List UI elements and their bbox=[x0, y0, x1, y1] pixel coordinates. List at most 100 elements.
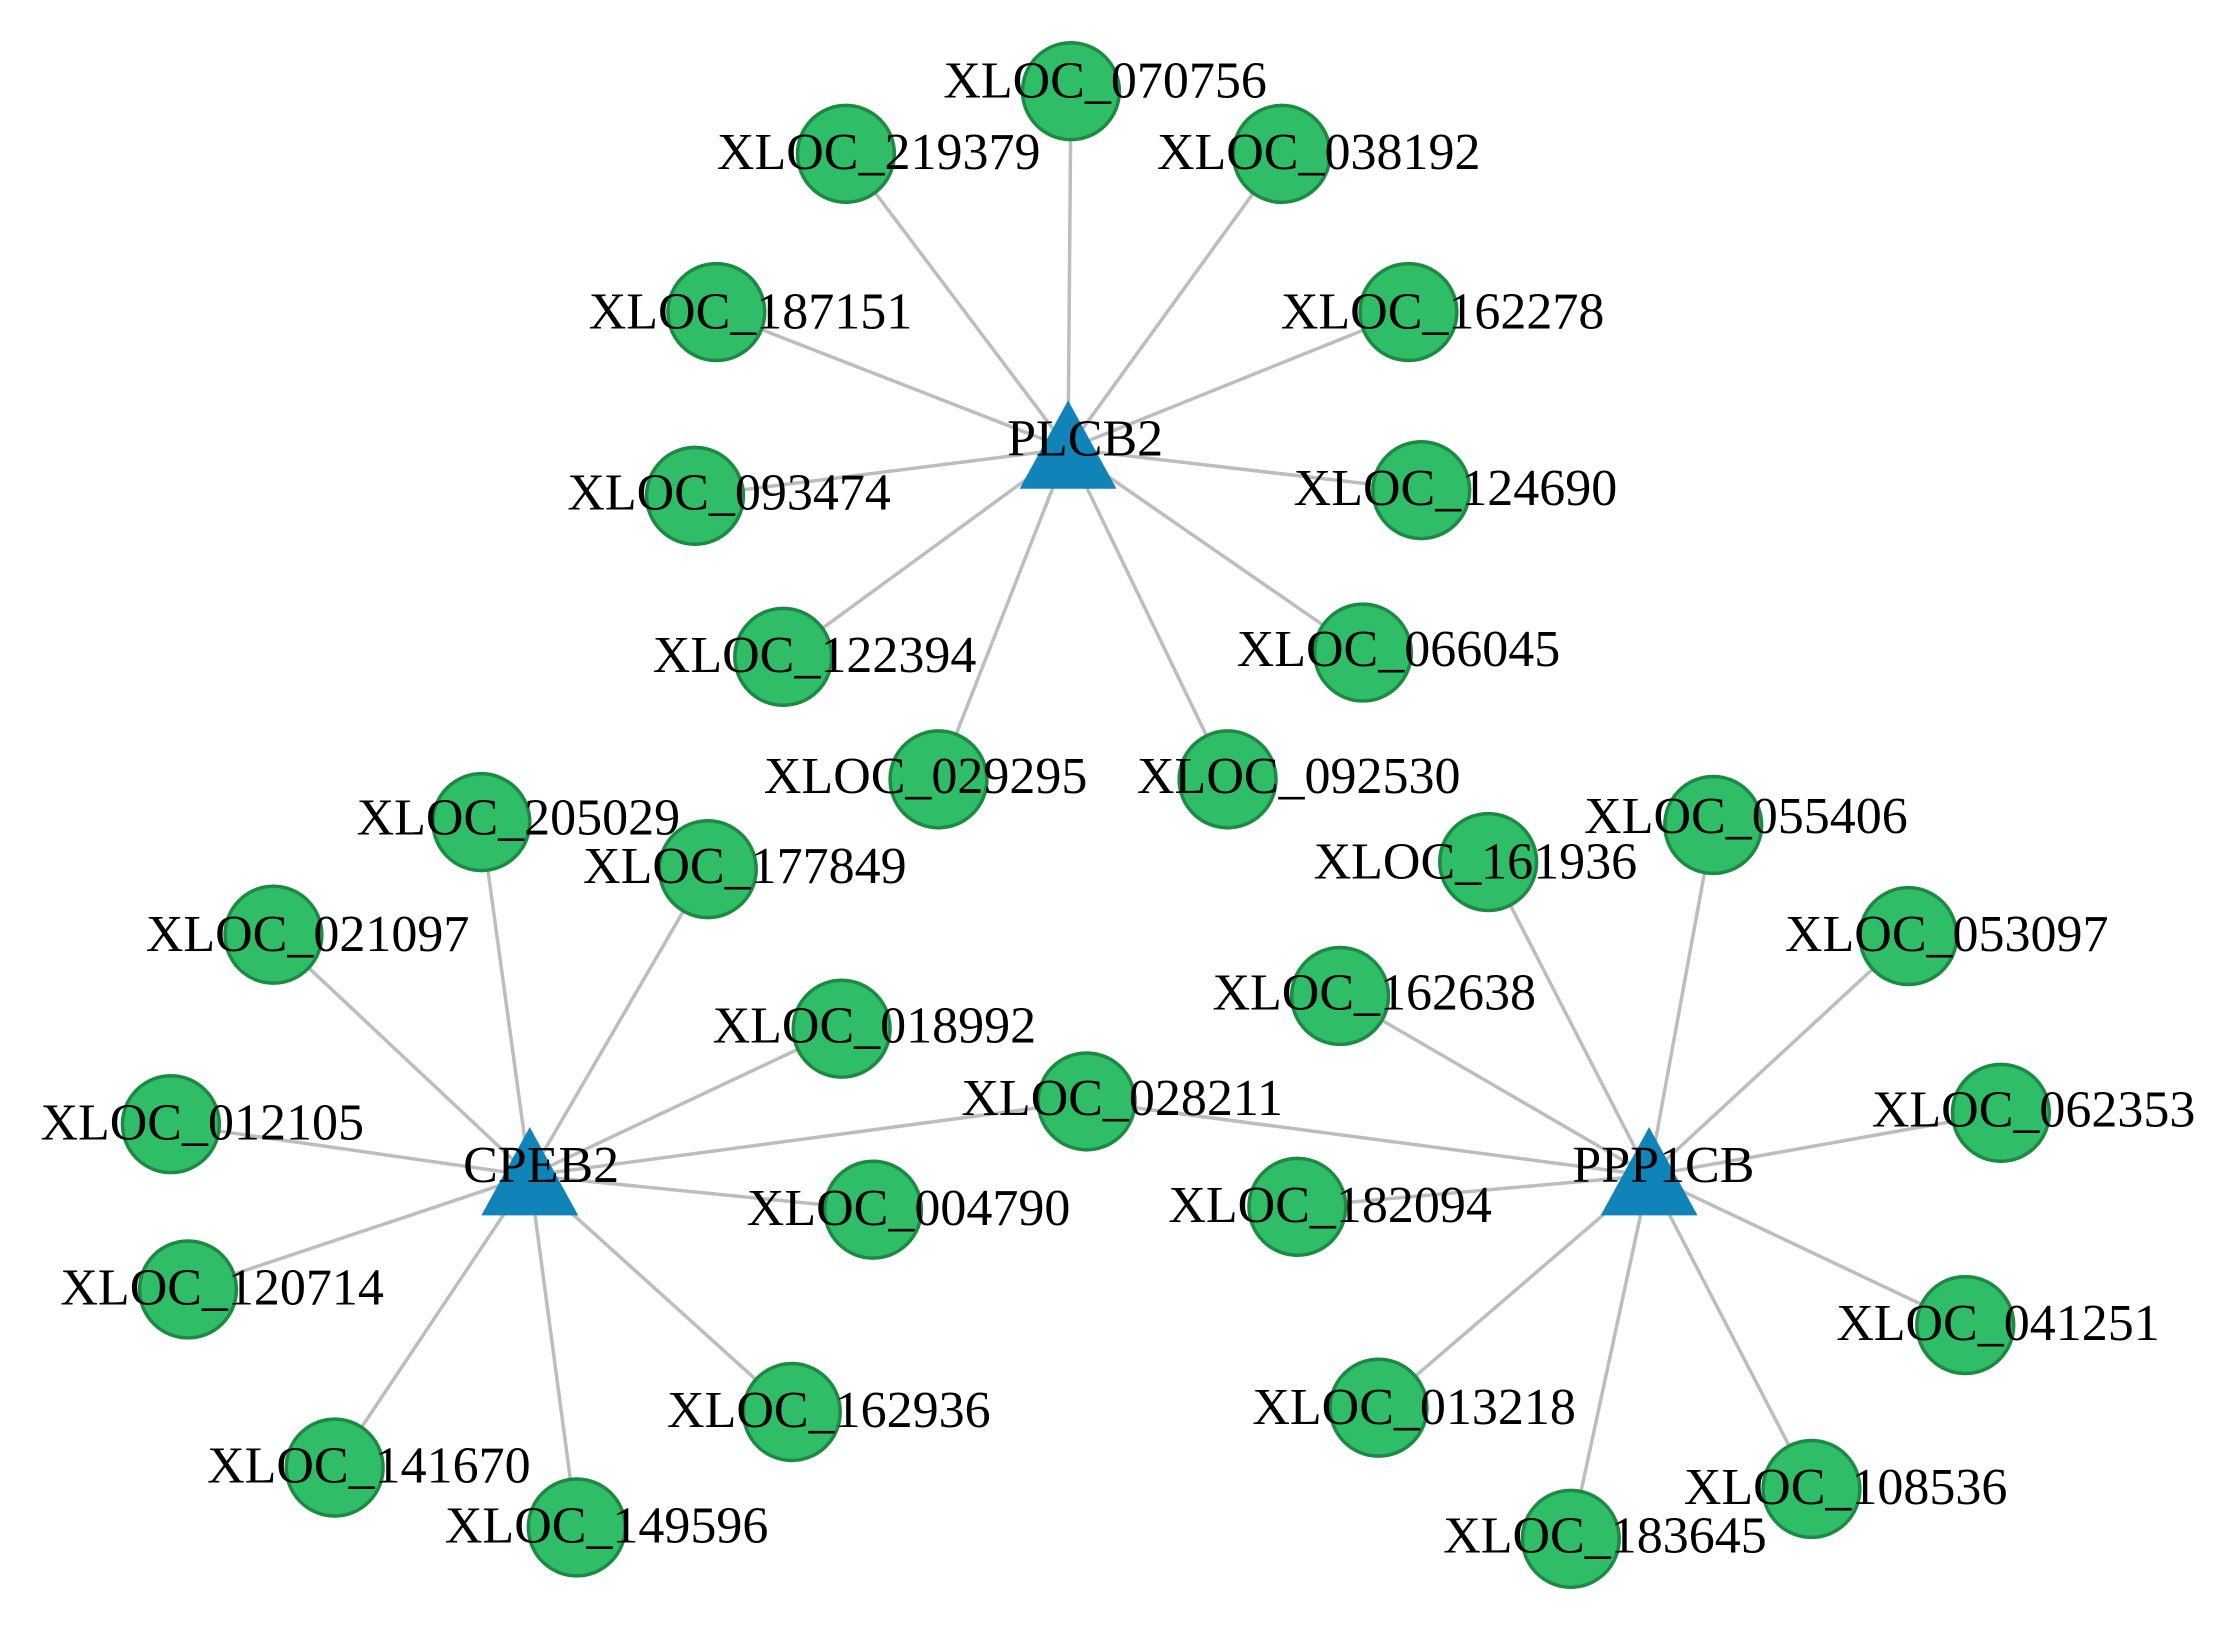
edge-CPEB2-n120714 bbox=[187, 1173, 531, 1292]
lncrna-label-n021097: XLOC_021097 bbox=[146, 906, 470, 963]
edge-CPEB2-n028211 bbox=[529, 1099, 1087, 1178]
lncrna-node-n093474[interactable] bbox=[644, 445, 746, 547]
lncrna-node-n028211[interactable] bbox=[1036, 1051, 1137, 1152]
lncrna-label-n004790: XLOC_004790 bbox=[747, 1180, 1071, 1237]
edge-CPEB2-n012105 bbox=[170, 1122, 531, 1178]
lncrna-label-n093474: XLOC_093474 bbox=[567, 464, 891, 521]
gene-label-CPEB2: CPEB2 bbox=[463, 1137, 619, 1194]
lncrna-node-n062353[interactable] bbox=[1950, 1062, 2052, 1163]
lncrna-node-n092530[interactable] bbox=[1177, 729, 1278, 830]
edge-CPEB2-n205029 bbox=[479, 821, 532, 1176]
lncrna-label-n062353: XLOC_062353 bbox=[1872, 1081, 2196, 1138]
gene-label-PLCB2: PLCB2 bbox=[1007, 410, 1163, 467]
lncrna-label-n182094: XLOC_182094 bbox=[1168, 1177, 1492, 1234]
lncrna-label-n177849: XLOC_177849 bbox=[583, 838, 907, 895]
lncrna-node-n041251[interactable] bbox=[1915, 1274, 2016, 1376]
lncrna-label-n162278: XLOC_162278 bbox=[1281, 284, 1605, 341]
edge-CPEB2-n021097 bbox=[272, 933, 531, 1177]
lncrna-label-n161936: XLOC_161936 bbox=[1314, 834, 1638, 891]
lncrna-label-n018992: XLOC_018992 bbox=[713, 997, 1037, 1054]
lncrna-node-n012105[interactable] bbox=[120, 1073, 222, 1175]
edge-layer bbox=[170, 91, 2002, 1540]
lncrna-label-n219379: XLOC_219379 bbox=[717, 124, 1041, 181]
edge-PPP1CB-n055406 bbox=[1647, 824, 1715, 1176]
lncrna-label-n122394: XLOC_122394 bbox=[653, 627, 977, 684]
lncrna-label-n162936: XLOC_162936 bbox=[667, 1382, 991, 1439]
lncrna-node-n219379[interactable] bbox=[795, 103, 897, 205]
edge-CPEB2-n177849 bbox=[528, 868, 710, 1177]
lncrna-label-n162638: XLOC_162638 bbox=[1212, 965, 1536, 1022]
lncrna-node-n018992[interactable] bbox=[791, 978, 892, 1079]
lncrna-node-n162936[interactable] bbox=[741, 1361, 842, 1463]
edge-PLCB2-n038192 bbox=[1066, 152, 1284, 450]
edge-PLCB2-n219379 bbox=[844, 152, 1070, 450]
lncrna-node-n187151[interactable] bbox=[666, 261, 767, 363]
lncrna-label-n029295: XLOC_029295 bbox=[764, 748, 1088, 805]
lncrna-node-n141670[interactable] bbox=[284, 1417, 385, 1518]
edge-PLCB2-n122394 bbox=[782, 447, 1070, 659]
lncrna-label-n013218: XLOC_013218 bbox=[1252, 1379, 1576, 1436]
edge-CPEB2-n004790 bbox=[529, 1173, 874, 1212]
lncrna-node-n149596[interactable] bbox=[526, 1477, 627, 1578]
edge-PPP1CB-n028211 bbox=[1086, 1099, 1650, 1178]
lncrna-node-n120714[interactable] bbox=[137, 1239, 239, 1340]
lncrna-node-n161936[interactable] bbox=[1438, 811, 1539, 913]
lncrna-node-n162278[interactable] bbox=[1358, 261, 1459, 363]
lncrna-node-n183645[interactable] bbox=[1520, 1488, 1621, 1590]
gene-hub-CPEB2[interactable] bbox=[481, 1127, 579, 1216]
edge-PPP1CB-n162638 bbox=[1339, 994, 1650, 1177]
lncrna-node-n182094[interactable] bbox=[1247, 1156, 1348, 1258]
edge-PLCB2-n124690 bbox=[1067, 447, 1422, 492]
lncrna-label-n070756: XLOC_070756 bbox=[943, 53, 1267, 110]
lncrna-node-n004790[interactable] bbox=[822, 1159, 924, 1260]
edge-PPP1CB-n161936 bbox=[1486, 861, 1651, 1177]
edge-PLCB2-n092530 bbox=[1066, 448, 1230, 781]
lncrna-node-n055406[interactable] bbox=[1663, 774, 1764, 876]
edge-PPP1CB-n053097 bbox=[1647, 934, 1910, 1177]
lncrna-node-n021097[interactable] bbox=[223, 884, 324, 985]
lncrna-label-n108536: XLOC_108536 bbox=[1684, 1459, 2008, 1516]
lncrna-label-n038192: XLOC_038192 bbox=[1157, 124, 1481, 181]
lncrna-label-n028211: XLOC_028211 bbox=[961, 1070, 1283, 1127]
edge-PPP1CB-n182094 bbox=[1297, 1173, 1650, 1209]
hub-layer bbox=[481, 400, 1698, 1216]
lncrna-label-n041251: XLOC_041251 bbox=[1836, 1295, 2160, 1352]
lncrna-label-n012105: XLOC_012105 bbox=[40, 1094, 364, 1151]
lncrna-node-n029295[interactable] bbox=[888, 729, 989, 830]
lncrna-label-n205029: XLOC_205029 bbox=[357, 789, 681, 846]
lncrna-label-n055406: XLOC_055406 bbox=[1584, 788, 1908, 845]
edge-PLCB2-n187151 bbox=[715, 310, 1069, 451]
edge-PPP1CB-n062353 bbox=[1648, 1111, 2002, 1178]
lncrna-label-n092530: XLOC_092530 bbox=[1137, 748, 1461, 805]
edge-PLCB2-n066045 bbox=[1067, 447, 1364, 655]
lncrna-node-n205029[interactable] bbox=[431, 771, 532, 873]
node-layer bbox=[120, 40, 2052, 1590]
lncrna-label-n124690: XLOC_124690 bbox=[1294, 460, 1618, 517]
edge-CPEB2-n149596 bbox=[528, 1175, 579, 1528]
lncrna-label-n053097: XLOC_053097 bbox=[1785, 906, 2109, 963]
lncrna-node-n124690[interactable] bbox=[1371, 439, 1472, 541]
edge-PLCB2-n070756 bbox=[1066, 91, 1073, 449]
lncrna-node-n013218[interactable] bbox=[1328, 1357, 1429, 1458]
edge-CPEB2-n018992 bbox=[529, 1027, 843, 1178]
lncrna-label-n183645: XLOC_183645 bbox=[1443, 1507, 1767, 1564]
lncrna-node-n108536[interactable] bbox=[1761, 1438, 1862, 1540]
gene-hub-PLCB2[interactable] bbox=[1019, 400, 1117, 489]
edge-PPP1CB-n108536 bbox=[1647, 1174, 1814, 1490]
edge-CPEB2-n141670 bbox=[333, 1174, 532, 1469]
lncrna-node-n038192[interactable] bbox=[1231, 103, 1332, 205]
lncrna-label-n066045: XLOC_066045 bbox=[1237, 621, 1561, 678]
lncrna-node-n066045[interactable] bbox=[1312, 602, 1414, 703]
lncrna-node-n177849[interactable] bbox=[657, 818, 758, 920]
lncrna-label-n187151: XLOC_187151 bbox=[589, 284, 913, 341]
lncrna-node-n070756[interactable] bbox=[1020, 40, 1122, 142]
lncrna-label-n149596: XLOC_149596 bbox=[445, 1497, 769, 1554]
lncrna-node-n162638[interactable] bbox=[1289, 945, 1391, 1047]
edge-PPP1CB-n041251 bbox=[1648, 1173, 1967, 1327]
lncrna-node-n122394[interactable] bbox=[733, 606, 834, 708]
gene-hub-PPP1CB[interactable] bbox=[1600, 1127, 1698, 1216]
lncrna-node-n053097[interactable] bbox=[1858, 885, 1959, 987]
edge-PLCB2-n029295 bbox=[936, 448, 1070, 781]
